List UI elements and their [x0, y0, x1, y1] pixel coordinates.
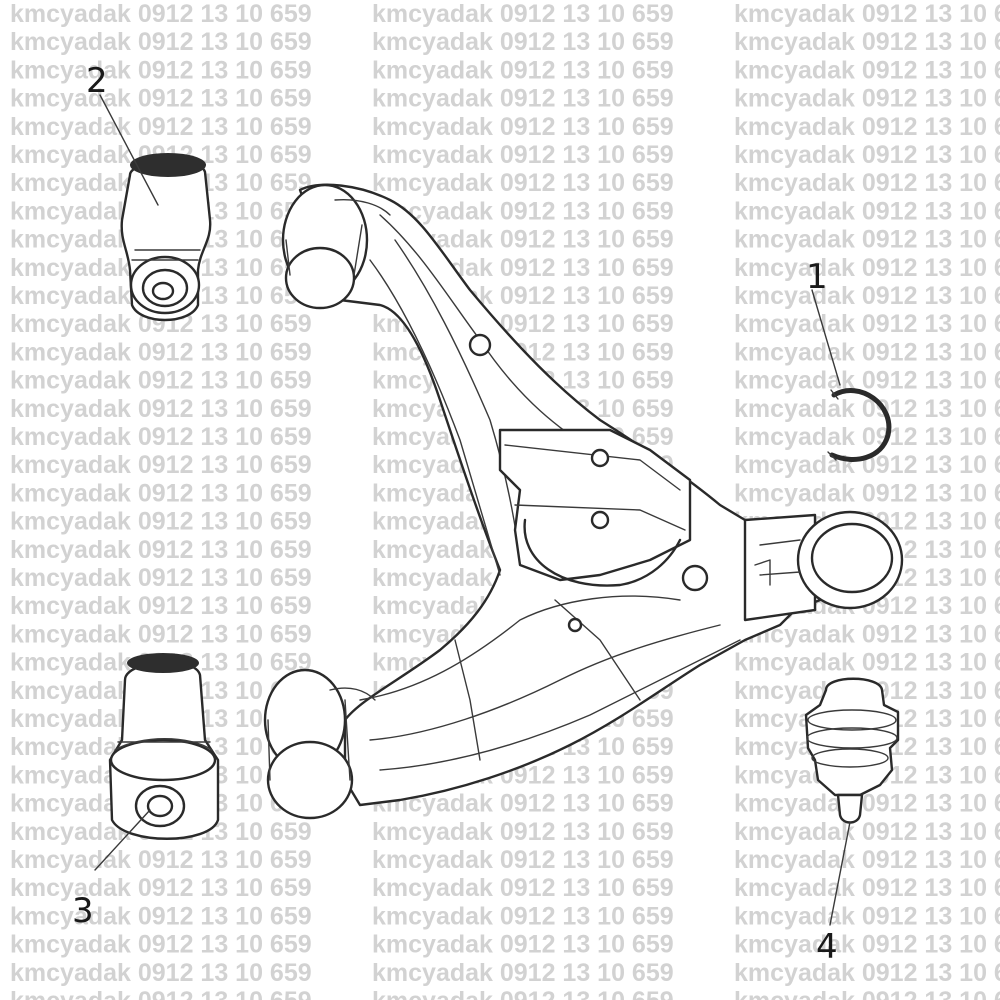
watermark-text: kmcyadak 0912 13 10 659 — [734, 395, 1000, 423]
lower-control-arm — [263, 183, 904, 820]
watermark-text: kmcyadak 0912 13 10 659 — [10, 479, 312, 507]
watermark-text: kmcyadak 0912 13 10 659 — [10, 508, 312, 536]
watermark-text: kmcyadak 0912 13 10 659 — [10, 564, 312, 592]
callout-number-2: 2 — [86, 61, 108, 101]
watermark-text: kmcyadak 0912 13 10 659 — [734, 423, 1000, 451]
watermark-text: kmcyadak 0912 13 10 659 — [372, 818, 674, 846]
watermark-text: kmcyadak 0912 13 10 659 — [10, 874, 312, 902]
watermark-text: kmcyadak 0912 13 10 659 — [734, 649, 1000, 677]
watermark-text: kmcyadak 0912 13 10 659 — [734, 28, 1000, 56]
callout-leader-4 — [829, 821, 851, 926]
watermark-text: kmcyadak 0912 13 10 659 — [10, 423, 312, 451]
watermark-text: kmcyadak 0912 13 10 659 — [734, 818, 1000, 846]
front-bushing — [99, 94, 212, 322]
watermark-text: kmcyadak 0912 13 10 659 — [10, 592, 312, 620]
watermark-text: kmcyadak 0912 13 10 659 — [10, 367, 312, 395]
watermark-text: kmcyadak 0912 13 10 659 — [10, 931, 312, 959]
watermark-text: kmcyadak 0912 13 10 659 — [10, 113, 312, 141]
watermark-text: kmcyadak 0912 13 10 659 — [734, 226, 1000, 254]
watermark-text: kmcyadak 0912 13 10 659 — [10, 395, 312, 423]
watermark-text: kmcyadak 0912 13 10 659 — [734, 56, 1000, 84]
watermark-text: kmcyadak 0912 13 10 659 — [372, 931, 674, 959]
watermark-text: kmcyadak 0912 13 10 659 — [10, 620, 312, 648]
watermark-text: kmcyadak 0912 13 10 659 — [372, 959, 674, 987]
watermark-text: kmcyadak 0912 13 10 659 — [372, 197, 674, 225]
watermark-text: kmcyadak 0912 13 10 659 — [734, 987, 1000, 1000]
callout-leader-2 — [99, 94, 159, 206]
watermark-text: kmcyadak 0912 13 10 659 — [734, 931, 1000, 959]
watermark-text: kmcyadak 0912 13 10 659 — [734, 846, 1000, 874]
watermark-text: kmcyadak 0912 13 10 659 — [372, 56, 674, 84]
watermark-text: kmcyadak 0912 13 10 659 — [10, 959, 312, 987]
watermark-text: kmcyadak 0912 13 10 659 — [734, 874, 1000, 902]
watermark-text: kmcyadak 0912 13 10 659 — [372, 902, 674, 930]
rear-bushing — [94, 653, 220, 871]
callout-number-3: 3 — [72, 891, 94, 931]
watermark-text: kmcyadak 0912 13 10 659 — [734, 790, 1000, 818]
watermark-text: kmcyadak 0912 13 10 659 — [372, 169, 674, 197]
watermark-text: kmcyadak 0912 13 10 659 — [734, 254, 1000, 282]
watermark-text: kmcyadak 0912 13 10 659 — [10, 536, 312, 564]
watermark-text: kmcyadak 0912 13 10 659 — [10, 56, 312, 84]
callout-number-1: 1 — [806, 257, 828, 297]
watermark-text: kmcyadak 0912 13 10 659 — [372, 846, 674, 874]
watermark-text: kmcyadak 0912 13 10 659 — [10, 85, 312, 113]
watermark-text: kmcyadak 0912 13 10 659 — [10, 338, 312, 366]
watermark-text: kmcyadak 0912 13 10 659 — [734, 902, 1000, 930]
watermark-text: kmcyadak 0912 13 10 659 — [734, 169, 1000, 197]
watermark-text: kmcyadak 0912 13 10 659 — [734, 85, 1000, 113]
watermark-text: kmcyadak 0912 13 10 659 — [734, 197, 1000, 225]
watermark-text: kmcyadak 0912 13 10 659 — [734, 338, 1000, 366]
watermark-text: kmcyadak 0912 13 10 659 — [372, 0, 674, 28]
callout-number-4: 4 — [816, 927, 838, 967]
callout-leader-3 — [94, 809, 151, 871]
watermark-text: kmcyadak 0912 13 10 659 — [734, 959, 1000, 987]
callout-leader-1 — [811, 289, 841, 386]
watermark-text: kmcyadak 0912 13 10 659 — [10, 0, 312, 28]
watermark-text: kmcyadak 0912 13 10 659 — [734, 367, 1000, 395]
watermark-text: kmcyadak 0912 13 10 659 — [372, 113, 674, 141]
snap-ring — [811, 289, 892, 462]
watermark-text: kmcyadak 0912 13 10 659 — [372, 85, 674, 113]
watermark-text: kmcyadak 0912 13 10 659 — [10, 451, 312, 479]
watermark-text: kmcyadak 0912 13 10 659 — [10, 846, 312, 874]
watermark-text: kmcyadak 0912 13 10 659 — [734, 282, 1000, 310]
watermark-text: kmcyadak 0912 13 10 659 — [734, 0, 1000, 28]
watermark-text: kmcyadak 0912 13 10 659 — [734, 113, 1000, 141]
watermark-text: kmcyadak 0912 13 10 659 — [734, 479, 1000, 507]
ball-joint — [804, 677, 900, 926]
watermark-text: kmcyadak 0912 13 10 659 — [734, 141, 1000, 169]
watermark-text: kmcyadak 0912 13 10 659 — [734, 310, 1000, 338]
watermark-text: kmcyadak 0912 13 10 659 — [10, 987, 312, 1000]
watermark-text: kmcyadak 0912 13 10 659 — [372, 28, 674, 56]
watermark-text: kmcyadak 0912 13 10 659 — [372, 874, 674, 902]
watermark-text: kmcyadak 0912 13 10 659 — [10, 902, 312, 930]
watermark-text: kmcyadak 0912 13 10 659 — [10, 28, 312, 56]
watermark-text: kmcyadak 0912 13 10 659 — [372, 987, 674, 1000]
watermark-text: kmcyadak 0912 13 10 659 — [372, 141, 674, 169]
